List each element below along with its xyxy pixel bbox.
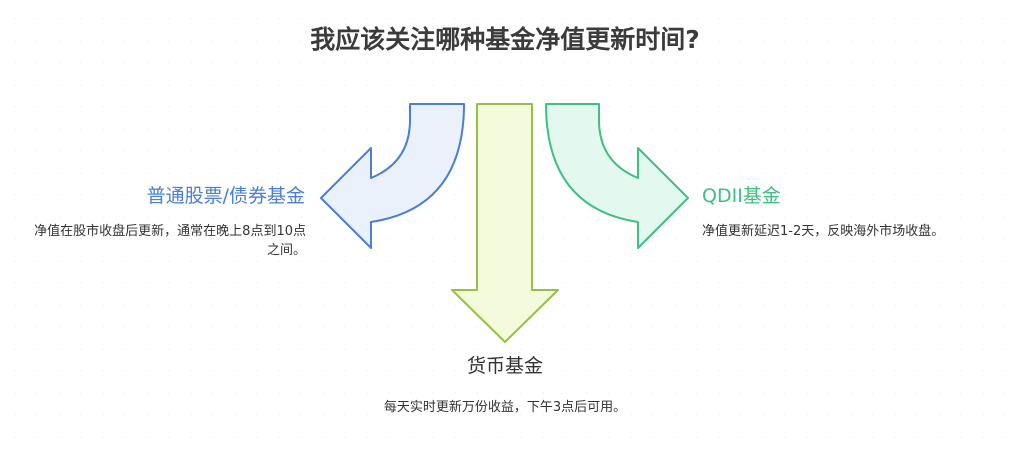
- branch-description-stock-bond-fund: 净值在股市收盘后更新，通常在晚上8点到10点之间。: [34, 224, 306, 258]
- branch-description-money-fund: 每天实时更新万份收益，下午3点后可用。: [383, 400, 627, 415]
- arrow-left: [320, 103, 465, 249]
- diagram-title: 我应该关注哪种基金净值更新时间?: [310, 25, 700, 54]
- branch-label-money-fund: 货币基金: [466, 355, 543, 377]
- branch-label-qdii-fund: QDII基金: [702, 185, 781, 207]
- branch-label-stock-bond-fund: 普通股票/债券基金: [146, 185, 305, 207]
- branch-description-qdii-fund: 净值更新延迟1-2天，反映海外市场收盘。: [702, 224, 945, 239]
- arrow-right: [545, 103, 689, 249]
- arrow-bottom: [451, 103, 559, 343]
